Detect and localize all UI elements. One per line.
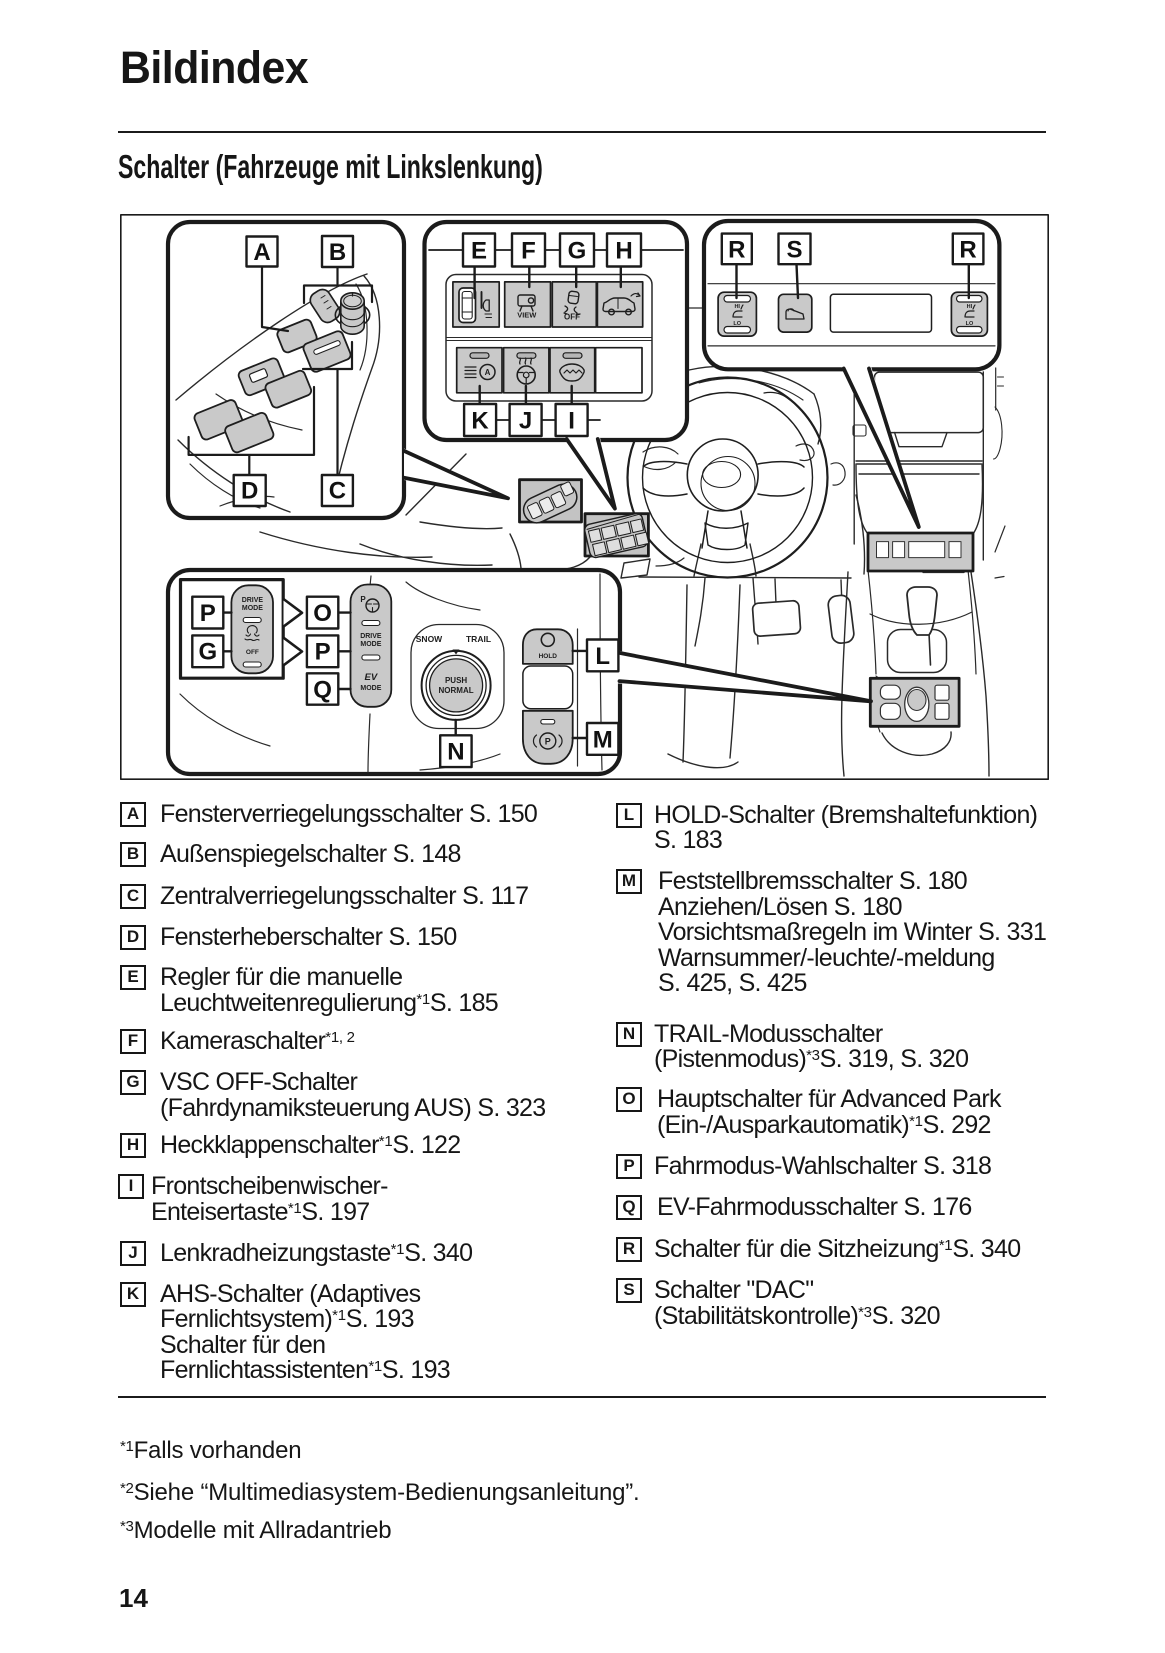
svg-text:A: A [253,239,270,266]
svg-text:C: C [329,478,346,505]
svg-text:I: I [568,408,575,435]
svg-text:R: R [959,237,976,264]
svg-text:L: L [595,643,610,670]
svg-text:HOLD: HOLD [539,653,558,660]
svg-text:R: R [728,237,745,264]
svg-text:D: D [241,478,258,505]
svg-text:M: M [593,726,613,753]
svg-text:P: P [200,600,216,627]
svg-text:H: H [615,238,632,265]
svg-text:VIEW: VIEW [517,311,537,320]
svg-text:P: P [360,595,366,604]
svg-text:B: B [329,239,346,266]
svg-text:A: A [485,368,491,377]
svg-text:E: E [471,238,487,265]
svg-text:HI: HI [734,304,740,310]
svg-text:J: J [519,408,532,435]
svg-text:HI: HI [967,304,973,310]
svg-text:MODE: MODE [360,641,381,648]
svg-text:SNOW: SNOW [416,634,443,644]
svg-text:PUSH: PUSH [445,676,467,685]
svg-text:S: S [786,237,802,264]
svg-text:O: O [313,600,332,627]
svg-text:OFF: OFF [246,649,259,656]
svg-text:MODE: MODE [242,605,263,612]
svg-text:LO: LO [733,321,741,327]
svg-text:MODE: MODE [360,685,381,692]
svg-text:NORMAL: NORMAL [439,686,474,695]
svg-text:G: G [568,238,587,265]
svg-text:F: F [521,238,536,265]
svg-text:P: P [315,639,331,666]
svg-text:DRIVE: DRIVE [360,633,382,640]
svg-text:DRIVE: DRIVE [242,597,264,604]
svg-text:N: N [447,739,464,766]
svg-text:G: G [198,639,217,666]
svg-text:TRAIL: TRAIL [466,634,491,644]
svg-text:OFF: OFF [564,313,580,322]
svg-text:EV: EV [365,672,378,683]
svg-text:LO: LO [966,321,974,327]
svg-text:P: P [545,737,551,747]
svg-text:K: K [471,408,489,435]
svg-text:Q: Q [313,677,332,704]
